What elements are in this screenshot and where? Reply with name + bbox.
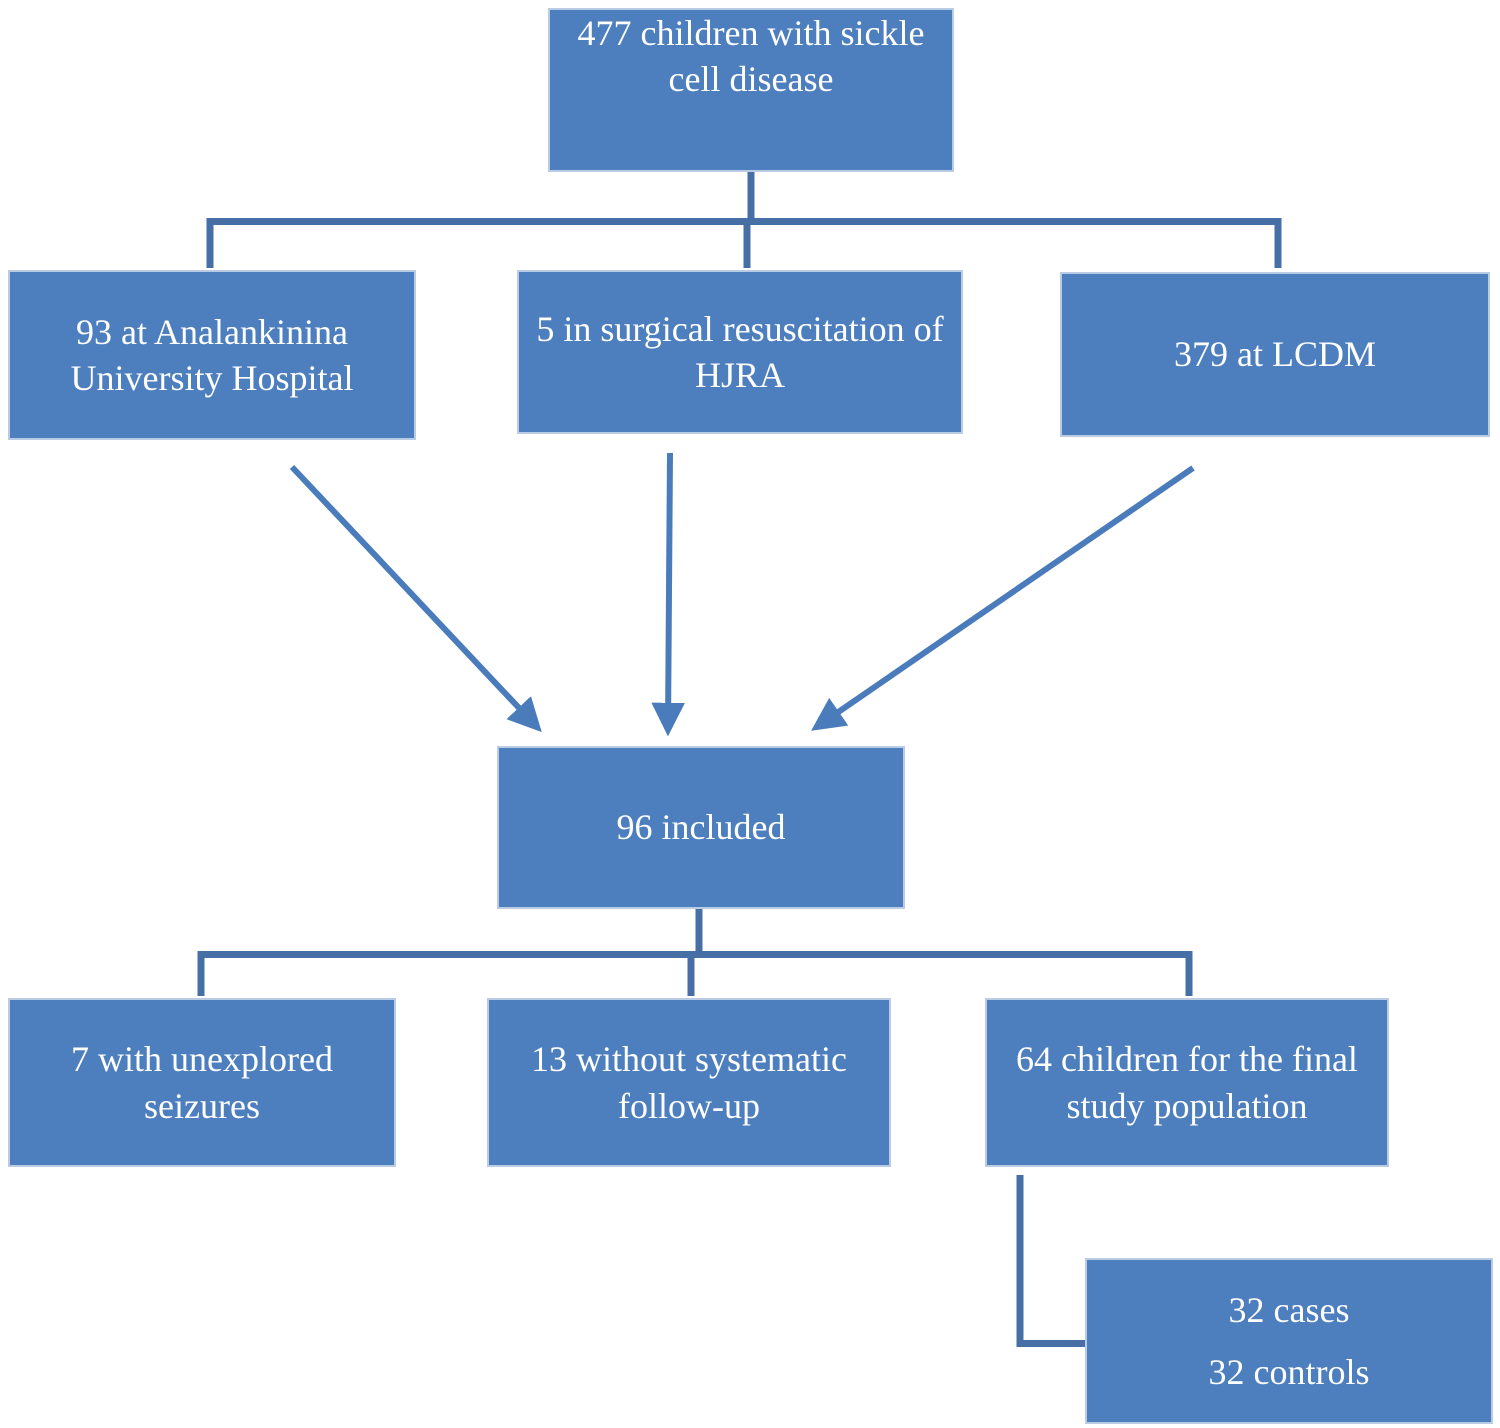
node-hjra: 5 in surgical resuscitation of HJRA bbox=[517, 270, 963, 434]
node-hjra-label: 5 in surgical resuscitation of HJRA bbox=[536, 308, 944, 395]
node-total-label: 477 children with sickle cell disease bbox=[577, 13, 925, 100]
node-included: 96 included bbox=[497, 746, 905, 909]
node-analankinina-label: 93 at Analankinina University Hospital bbox=[70, 311, 354, 398]
arrow-hjra-to-included bbox=[651, 452, 685, 737]
node-included-label: 96 included bbox=[616, 807, 786, 848]
connector-top-bracket bbox=[206, 218, 1282, 268]
node-final-population: 64 children for the final study populati… bbox=[985, 998, 1389, 1167]
node-cases-label: 32 cases bbox=[1228, 1289, 1350, 1330]
node-total-children: 477 children with sickle cell disease bbox=[548, 8, 954, 172]
arrow-analankinina-to-included bbox=[289, 464, 542, 733]
node-lcdm-label: 379 at LCDM bbox=[1174, 334, 1376, 375]
node-unexplored-label: 7 with unexplored seizures bbox=[71, 1039, 333, 1126]
node-controls-label: 32 controls bbox=[1208, 1352, 1370, 1392]
connector-final-split-elbow bbox=[1016, 1175, 1085, 1347]
node-analankinina: 93 at Analankinina University Hospital bbox=[8, 270, 416, 440]
node-no-followup: 13 without systematic follow-up bbox=[487, 998, 891, 1167]
node-final-population-label: 64 children for the final study populati… bbox=[1016, 1039, 1358, 1126]
node-cases-controls: 32 cases 32 controls bbox=[1085, 1258, 1493, 1424]
node-no-followup-label: 13 without systematic follow-up bbox=[531, 1039, 847, 1126]
node-unexplored-seizures: 7 with unexplored seizures bbox=[8, 998, 396, 1167]
connector-bottom-bracket bbox=[197, 951, 1193, 996]
node-lcdm: 379 at LCDM bbox=[1060, 272, 1490, 437]
arrow-lcdm-to-included bbox=[811, 465, 1195, 731]
